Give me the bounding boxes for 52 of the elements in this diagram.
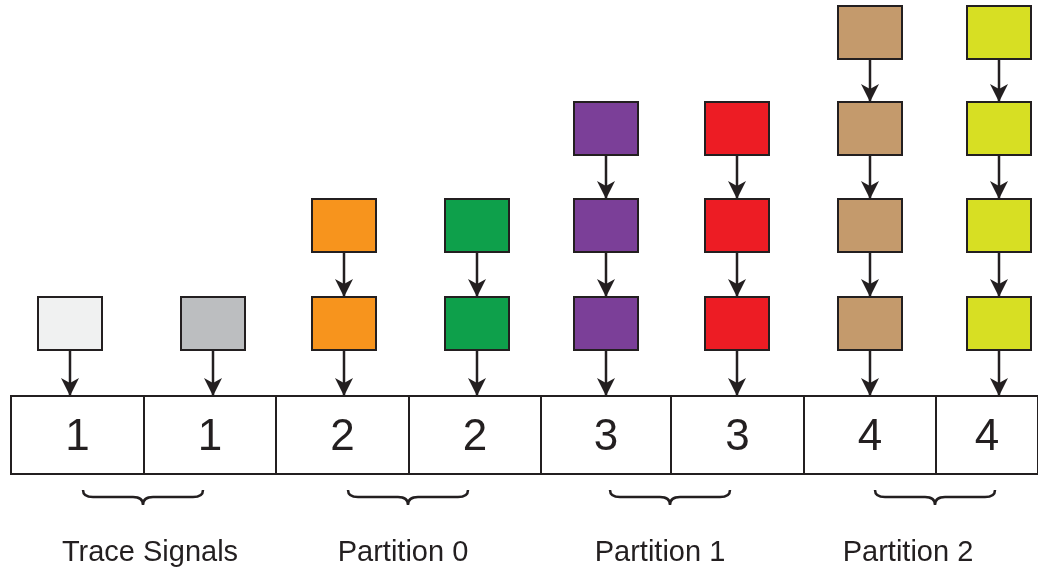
colored-square bbox=[704, 296, 770, 351]
arrow bbox=[597, 351, 615, 396]
group-label: Partition 0 bbox=[337, 534, 469, 569]
colored-square bbox=[837, 5, 903, 60]
arrow bbox=[61, 351, 79, 396]
arrow bbox=[468, 351, 486, 396]
arrow bbox=[597, 253, 615, 297]
colored-square bbox=[311, 296, 377, 351]
array-cell: 4 bbox=[803, 395, 937, 475]
arrow bbox=[597, 156, 615, 199]
arrow bbox=[990, 156, 1008, 199]
colored-square bbox=[37, 296, 103, 351]
arrow bbox=[335, 253, 353, 297]
array-cell: 4 bbox=[935, 395, 1038, 475]
arrow bbox=[728, 351, 746, 396]
arrow bbox=[728, 156, 746, 199]
arrow bbox=[861, 253, 879, 297]
arrow bbox=[468, 253, 486, 297]
arrow bbox=[861, 351, 879, 396]
arrow bbox=[861, 60, 879, 102]
colored-square bbox=[311, 198, 377, 253]
array-cell: 3 bbox=[670, 395, 805, 475]
colored-square bbox=[837, 198, 903, 253]
group-label: Partition 1 bbox=[594, 534, 726, 569]
colored-square bbox=[837, 296, 903, 351]
arrow bbox=[204, 351, 222, 396]
colored-square bbox=[573, 198, 639, 253]
colored-square bbox=[837, 101, 903, 156]
array-cell: 2 bbox=[275, 395, 410, 475]
array-cell: 1 bbox=[143, 395, 277, 475]
colored-square bbox=[444, 198, 510, 253]
colored-square bbox=[966, 101, 1032, 156]
colored-square bbox=[573, 296, 639, 351]
array-cell: 1 bbox=[10, 395, 145, 475]
colored-square bbox=[966, 198, 1032, 253]
arrow bbox=[990, 351, 1008, 396]
colored-square bbox=[704, 101, 770, 156]
arrow bbox=[728, 253, 746, 297]
arrow bbox=[861, 156, 879, 199]
colored-square bbox=[444, 296, 510, 351]
group-label: Trace Signals bbox=[61, 534, 239, 569]
colored-square bbox=[573, 101, 639, 156]
group-label: Partition 2 bbox=[842, 534, 974, 569]
array-cell: 2 bbox=[408, 395, 542, 475]
arrow bbox=[335, 351, 353, 396]
colored-square bbox=[966, 296, 1032, 351]
colored-square bbox=[966, 5, 1032, 60]
colored-square bbox=[704, 198, 770, 253]
arrow bbox=[990, 60, 1008, 102]
array-cell: 3 bbox=[540, 395, 672, 475]
colored-square bbox=[180, 296, 246, 351]
arrow bbox=[990, 253, 1008, 297]
